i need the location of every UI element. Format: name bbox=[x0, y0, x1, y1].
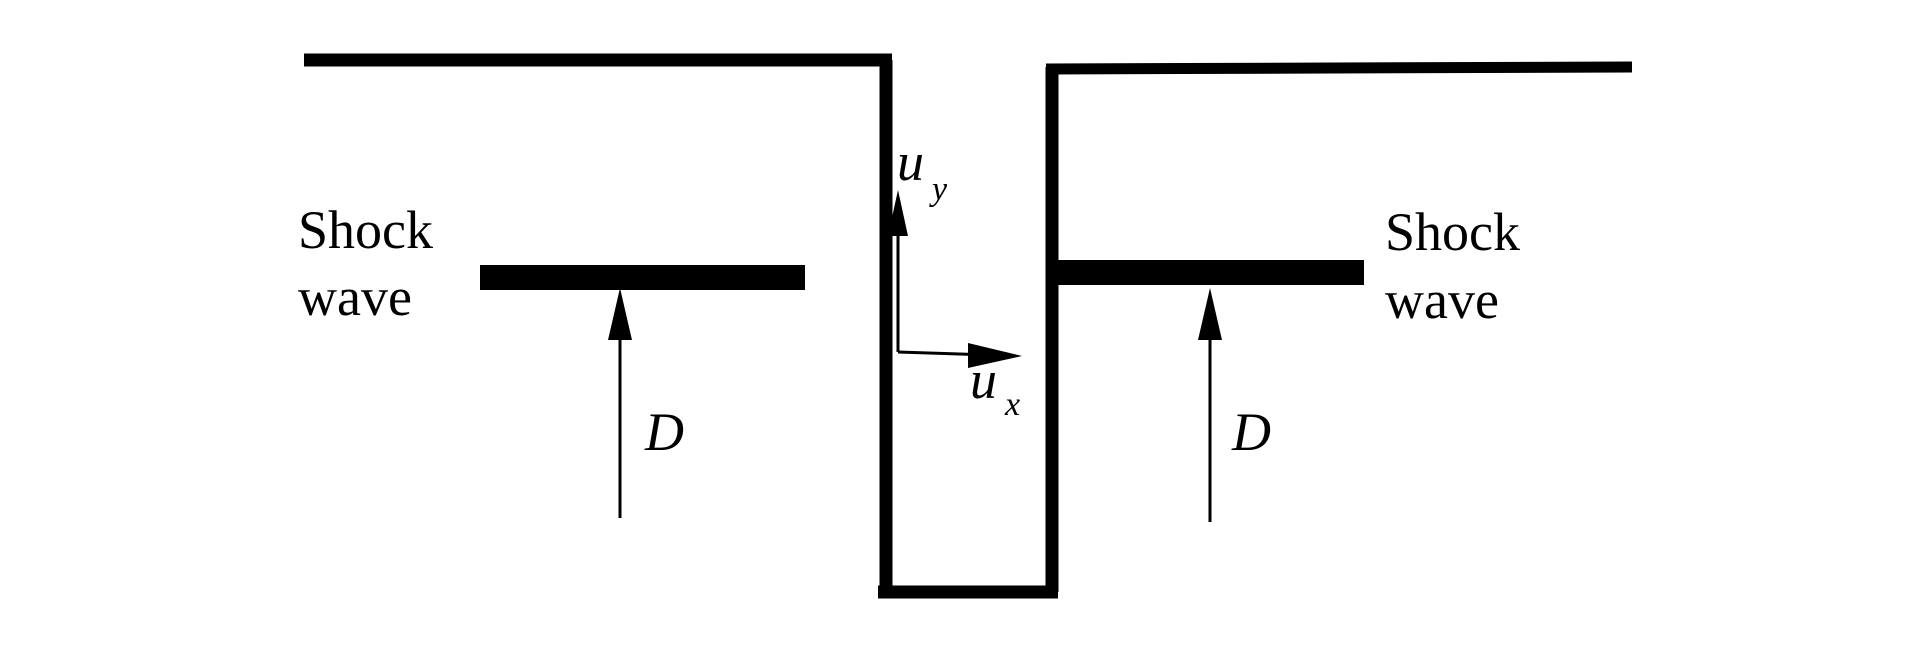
ux-label-main: u bbox=[970, 350, 997, 410]
left-velocity-label: D bbox=[644, 402, 684, 462]
right-shock-wave-bar bbox=[1052, 260, 1364, 285]
right-velocity-arrowhead bbox=[1198, 288, 1222, 340]
right-top-wall bbox=[1045, 61, 1633, 75]
left-shock-label-line1: Shock bbox=[298, 200, 433, 260]
right-velocity-label: D bbox=[1231, 402, 1271, 462]
right-shock-label-line1: Shock bbox=[1385, 202, 1520, 262]
right-shock-label-line2: wave bbox=[1385, 270, 1499, 330]
left-shock-wave-bar bbox=[480, 265, 805, 290]
uy-label-main: u bbox=[897, 132, 924, 192]
left-velocity-arrowhead bbox=[608, 288, 632, 340]
ux-label-sub: x bbox=[1004, 386, 1020, 423]
ux-arrowhead bbox=[968, 343, 1022, 368]
uy-label-sub: y bbox=[929, 171, 948, 208]
uy-arrowhead bbox=[888, 190, 908, 236]
left-shock-label-line2: wave bbox=[298, 267, 412, 327]
